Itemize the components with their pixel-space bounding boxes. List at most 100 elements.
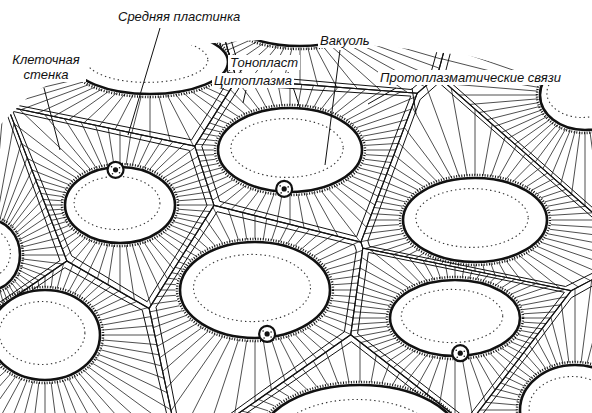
plasmodesma-strand [21, 263, 53, 271]
chromatin-dot [111, 166, 113, 168]
plasmodesma-strand [479, 103, 538, 113]
vacuole [0, 290, 100, 380]
plasmodesma-strand [0, 0, 101, 35]
plasmodesma-strand [272, 340, 286, 381]
plasmodesma-strand [219, 186, 245, 207]
plasmodesma-strand [63, 380, 92, 413]
plasmodesma-strand [548, 234, 592, 250]
plasmodesma-strand [551, 317, 563, 363]
plasmodesma-strand [360, 35, 442, 59]
chromatin-dot [263, 337, 265, 339]
plasmodesma-strand [199, 139, 215, 141]
plasmodesma-strand [88, 243, 102, 273]
plasmodesma-strand [470, 99, 538, 105]
plasmodesma-strand [354, 312, 387, 314]
plasmodesma-strand [103, 335, 155, 336]
plasmodesma-strand [519, 359, 536, 375]
vacuole [390, 280, 520, 356]
plasmodesma-strand [202, 164, 218, 167]
cell-wall-edge [202, 85, 411, 236]
plasmodesma-strand [0, 380, 27, 413]
nucleus [276, 181, 292, 197]
plasmodesma-strand [499, 262, 507, 277]
tonoplast-stipple [517, 362, 592, 413]
vacuole-inner-contour [231, 119, 343, 178]
nucleus [452, 345, 468, 361]
plasmodesma-strand [373, 24, 450, 31]
plasmodesma-strand [200, 159, 216, 161]
plasmodesma-strand [160, 328, 202, 358]
plasmodesma-strand [178, 198, 212, 200]
plasmodesma-strand [103, 340, 157, 345]
plasmodesma-strand [511, 342, 527, 349]
plasmodesma-strand [88, 367, 175, 413]
plasmodesma-strand [0, 17, 78, 45]
plasmodesma-strand [144, 242, 168, 279]
plasmodesma-strand [20, 266, 45, 275]
plasmodesma-strand [368, 30, 446, 44]
vacuole [403, 178, 547, 262]
plasmodesma-strand [550, 229, 592, 238]
cell-wall-edge [156, 212, 356, 413]
plasmodesma-strand [272, 221, 278, 240]
vacuole-inner-contour [529, 377, 592, 413]
part-label: Цитоплазма [212, 73, 294, 88]
chromatin-dot [279, 185, 281, 187]
plasmodesma-strand [440, 358, 448, 404]
plasmodesma-strand [0, 37, 71, 52]
chromatin-dot [463, 355, 465, 357]
plasmodesma-strand [374, 342, 400, 353]
chromatin-dot [456, 356, 458, 358]
chromatin-dot [262, 330, 264, 332]
plasmodesma-strand [0, 0, 95, 37]
plasmodesma-strand [228, 40, 250, 50]
plasmodesma-strand [228, 209, 238, 240]
plasmodesma-strand [39, 0, 116, 31]
plasmodesma-strand [524, 312, 555, 314]
plasmodesma-strand [102, 317, 151, 325]
vacuole-inner-contour [194, 254, 311, 321]
plasmodesma-strand [154, 238, 179, 261]
plasmodesma-strand [211, 35, 223, 39]
plasmodesma-strand [6, 82, 84, 105]
vacuole-inner-contour [74, 176, 160, 229]
plasmodesma-strand [57, 382, 76, 413]
plasmodesma-strand [230, 90, 252, 112]
plasmodesma-strand [11, 190, 40, 227]
plasmodesma-strand [9, 181, 36, 225]
plasmodesma-strand [364, 229, 400, 234]
plasmodesma-strand [196, 150, 214, 151]
plasmodesma-strand [98, 354, 164, 378]
plasmodesma-strand [157, 295, 176, 296]
plasmodesma-strand [214, 3, 232, 6]
plasmodesma-strand [483, 124, 492, 175]
plasmodesma-strand [514, 365, 532, 378]
plasmodesma-strand [71, 240, 91, 264]
plasmodesma-strand [302, 369, 317, 387]
vacuole-inner-contour [0, 229, 10, 278]
tonoplast-stipple [215, 105, 365, 195]
plasmodesma-strand [459, 95, 537, 96]
tonoplast-stipple [227, 0, 373, 49]
plasmodesma-strand [334, 283, 358, 285]
plasmodesma-strand [366, 155, 393, 157]
plasmodesma-strand [194, 237, 208, 249]
plasmodesma-strand [213, 0, 236, 3]
plasmodesma-strand [524, 322, 546, 323]
chromatin-dot [270, 331, 272, 333]
plasmodesma-strand [45, 205, 61, 206]
plasmodesma-strand [263, 219, 266, 240]
plasmodesma-strand [49, 213, 63, 215]
plasmodesma-strand [495, 351, 513, 366]
plasmodesma-strand [152, 301, 177, 304]
plasmodesma-strand [371, 27, 448, 37]
vacuole [180, 242, 330, 338]
plasmodesma-strand [308, 235, 332, 252]
plasmodesma-strand [374, 21, 451, 24]
plasmodesma-strand [223, 30, 233, 32]
vacuole-inner-contour [279, 400, 435, 413]
part-label: Тонопласт [228, 55, 300, 70]
plasmodesma-strand [360, 120, 408, 132]
plasmodesma-strand [0, 5, 83, 42]
plasmodesma-strand [196, 144, 214, 145]
